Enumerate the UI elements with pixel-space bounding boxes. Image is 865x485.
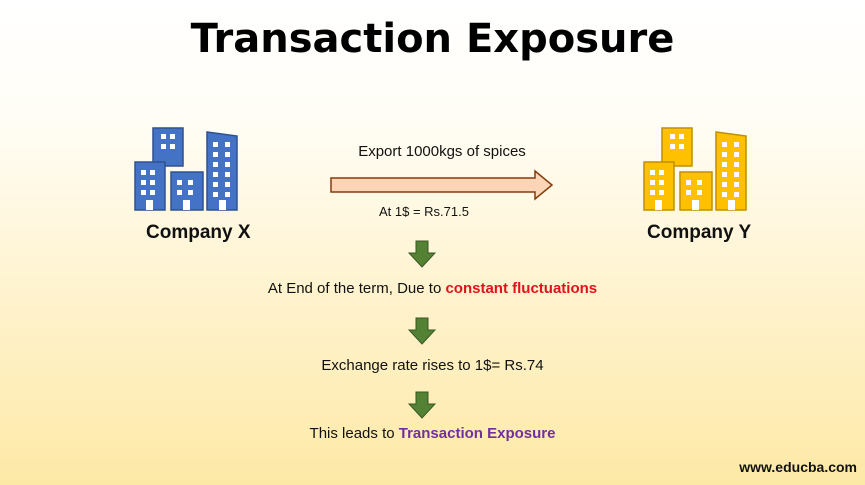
step-conclusion: This leads to Transaction Exposure	[0, 425, 865, 442]
down-arrow-icon	[408, 317, 436, 345]
company-x-label: Company X	[146, 222, 251, 243]
exchange-rate-label: At 1$ = Rs.71.5	[379, 204, 469, 219]
company-y-label: Company Y	[647, 222, 752, 243]
company-x-building-icon	[134, 127, 238, 211]
down-arrow-icon	[408, 391, 436, 419]
company-y-building-icon	[643, 127, 747, 211]
step-fluctuations-text: At End of the term, Due to	[267, 280, 446, 297]
step-fluctuations: At End of the term, Due to constant fluc…	[0, 280, 865, 297]
building-shapes	[643, 127, 747, 211]
watermark-url: www.educba.com	[739, 459, 857, 475]
step-conclusion-text: This leads to	[309, 425, 399, 442]
building-shapes	[134, 127, 238, 211]
transfer-right-arrow	[330, 169, 554, 201]
export-label: Export 1000kgs of spices	[358, 143, 526, 160]
step-fluctuations-highlight: constant fluctuations	[445, 280, 598, 297]
page-title: Transaction Exposure	[190, 16, 675, 62]
step-exchange-rate: Exchange rate rises to 1$= Rs.74	[321, 357, 544, 374]
step-conclusion-highlight: Transaction Exposure	[398, 425, 556, 442]
down-arrow-icon	[408, 240, 436, 268]
